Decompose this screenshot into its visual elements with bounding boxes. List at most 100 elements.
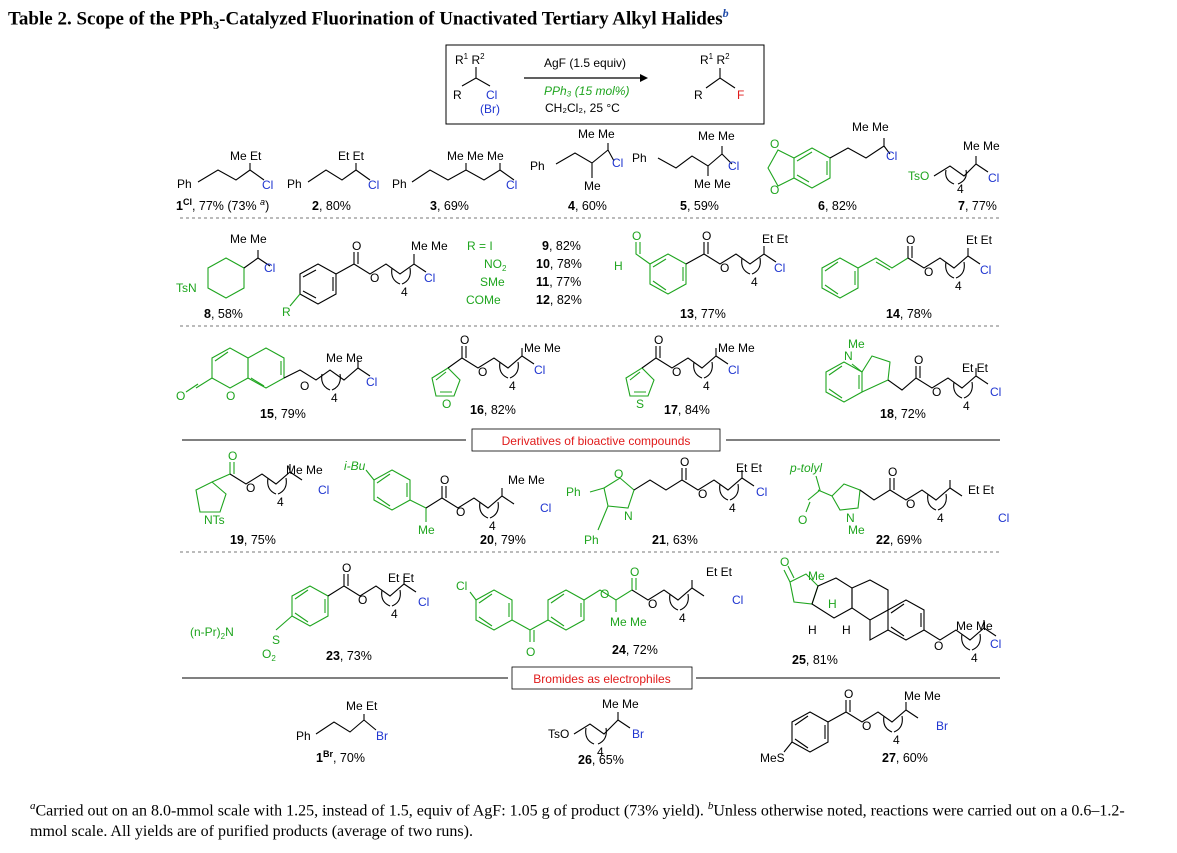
svg-text:Me Me: Me Me — [694, 177, 731, 191]
svg-text:O: O — [862, 719, 871, 733]
svg-text:Me: Me — [584, 179, 601, 193]
compound-20: i-Bu Me O O 4 Me Me Cl 20, 79% — [344, 459, 551, 547]
svg-text:4: 4 — [509, 379, 516, 393]
svg-text:R: R — [694, 88, 703, 102]
svg-text:Br: Br — [936, 719, 948, 733]
svg-text:Cl: Cl — [318, 483, 329, 497]
svg-text:Me: Me — [848, 523, 865, 537]
svg-text:NTs: NTs — [204, 513, 225, 527]
svg-text:O: O — [600, 587, 609, 601]
svg-text:O: O — [342, 561, 351, 575]
svg-text:4: 4 — [971, 651, 978, 665]
svg-text:O: O — [176, 389, 185, 403]
svg-text:4: 4 — [391, 607, 398, 621]
svg-text:Me Me: Me Me — [963, 139, 1000, 153]
svg-text:Ph: Ph — [632, 151, 647, 165]
svg-text:O: O — [672, 365, 681, 379]
svg-text:Me: Me — [848, 337, 865, 351]
svg-text:21, 63%: 21, 63% — [652, 533, 698, 547]
svg-text:p-tolyl: p-tolyl — [789, 461, 822, 475]
svg-text:Cl: Cl — [262, 178, 273, 192]
svg-text:Cl: Cl — [366, 375, 377, 389]
svg-text:4: 4 — [937, 511, 944, 525]
svg-text:Ph: Ph — [530, 159, 545, 173]
svg-text:5, 59%: 5, 59% — [680, 199, 719, 213]
svg-text:Cl: Cl — [506, 178, 517, 192]
svg-text:Ph: Ph — [584, 533, 599, 547]
svg-text:O: O — [630, 565, 639, 579]
svg-text:4: 4 — [963, 399, 970, 413]
svg-text:O: O — [478, 365, 487, 379]
table-title: Table 2. Scope of the PPh3-Catalyzed Flu… — [8, 6, 729, 33]
svg-text:Me Me: Me Me — [718, 341, 755, 355]
compound-21: O N Ph Ph O O 4 Et Et Cl 21, 63% — [566, 455, 767, 547]
svg-text:9, 82%: 9, 82% — [542, 239, 581, 253]
svg-text:R1 R2: R1 R2 — [700, 52, 730, 67]
compound-16: O O O 4 Me Me Cl 16, 82% — [431, 333, 561, 417]
svg-text:Ph: Ph — [177, 177, 192, 191]
svg-text:Ph: Ph — [296, 729, 311, 743]
svg-text:Me Me: Me Me — [411, 239, 448, 253]
compound-19: NTs O O 4 Me Me Cl 19, 75% — [195, 449, 329, 547]
svg-text:Bromides as electrophiles: Bromides as electrophiles — [533, 672, 670, 686]
svg-text:4: 4 — [893, 733, 900, 747]
svg-text:Me Me: Me Me — [852, 120, 889, 134]
svg-text:Cl: Cl — [886, 149, 897, 163]
svg-text:H: H — [842, 623, 851, 637]
svg-text:16, 82%: 16, 82% — [470, 403, 516, 417]
svg-text:Cl: Cl — [990, 385, 1001, 399]
section-bromides: Bromides as electrophiles — [182, 666, 1000, 690]
svg-text:Cl: Cl — [424, 271, 435, 285]
svg-text:4: 4 — [957, 182, 964, 196]
svg-text:O2: O2 — [262, 647, 276, 663]
svg-text:Cl: Cl — [998, 511, 1009, 525]
svg-text:R = I: R = I — [467, 239, 493, 253]
svg-text:PPh₃ (15 mol%): PPh₃ (15 mol%) — [544, 84, 629, 98]
svg-text:O: O — [934, 639, 943, 653]
svg-text:Et Et: Et Et — [966, 233, 993, 247]
svg-text:Me Et: Me Et — [346, 699, 378, 713]
svg-text:H: H — [828, 597, 837, 611]
svg-text:O: O — [906, 497, 915, 511]
compound-14: O O 4 Et Et Cl 14, 78% — [821, 233, 993, 321]
svg-text:Cl: Cl — [774, 261, 785, 275]
svg-text:Me: Me — [808, 569, 825, 583]
svg-text:Et Et: Et Et — [736, 461, 763, 475]
svg-text:O: O — [770, 137, 779, 151]
svg-text:4: 4 — [703, 379, 710, 393]
svg-text:27, 60%: 27, 60% — [882, 751, 928, 765]
svg-text:Derivatives of bioactive compo: Derivatives of bioactive compounds — [502, 434, 691, 448]
svg-text:Me Me: Me Me — [508, 473, 545, 487]
svg-text:O: O — [300, 379, 309, 393]
svg-text:SMe: SMe — [480, 275, 505, 289]
svg-text:S: S — [272, 633, 280, 647]
svg-text:H: H — [808, 623, 817, 637]
svg-text:N: N — [846, 511, 855, 525]
svg-text:Et Et: Et Et — [388, 571, 415, 585]
svg-text:(Br): (Br) — [480, 102, 500, 116]
svg-text:Cl: Cl — [540, 501, 551, 515]
svg-text:O: O — [456, 505, 465, 519]
svg-text:Cl: Cl — [456, 579, 467, 593]
svg-text:Cl: Cl — [368, 178, 379, 192]
compound-4: Me Me Ph Cl Me 4, 60% — [530, 127, 623, 213]
compound-1br: Me Et Ph Br 1Br, 70% — [296, 699, 388, 765]
svg-text:2, 80%: 2, 80% — [312, 199, 351, 213]
svg-text:Cl: Cl — [264, 261, 275, 275]
svg-text:O: O — [914, 353, 923, 367]
svg-text:Cl: Cl — [988, 171, 999, 185]
svg-text:MeS: MeS — [760, 751, 785, 765]
svg-text:CH₂Cl₂, 25 °C: CH₂Cl₂, 25 °C — [545, 101, 620, 115]
svg-text:O: O — [698, 487, 707, 501]
svg-text:R: R — [282, 305, 291, 319]
compound-9-12: O O 4 Me Me Cl R R = I 9, 82% NO2 10, 78… — [282, 239, 582, 319]
compound-6: O O Me Me Cl 6, 82% — [767, 120, 897, 213]
compound-8: Me Me Cl TsN 8, 58% — [176, 232, 275, 321]
svg-text:Et Et: Et Et — [762, 232, 789, 246]
svg-text:O: O — [720, 261, 729, 275]
svg-text:i-Bu: i-Bu — [344, 459, 366, 473]
svg-text:1Cl, 77% (73% a): 1Cl, 77% (73% a) — [176, 197, 269, 213]
general-reaction: R1 R2 R Cl (Br) AgF (1.5 equiv) PPh₃ (15… — [445, 44, 765, 125]
svg-text:O: O — [648, 597, 657, 611]
svg-text:N: N — [844, 349, 853, 363]
